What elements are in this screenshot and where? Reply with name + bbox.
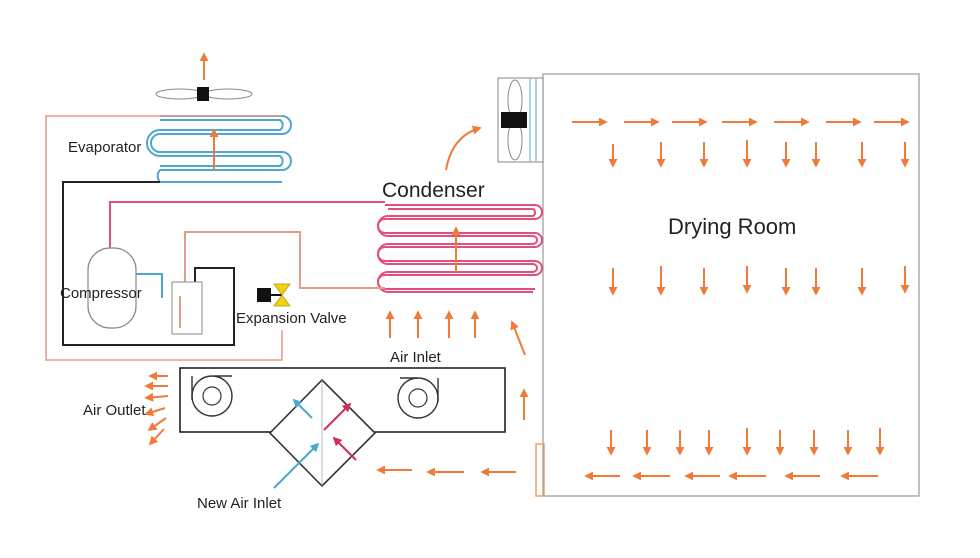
new-air-inlet-label: New Air Inlet: [197, 495, 282, 512]
circulation-fan-icon: [497, 77, 544, 163]
return-air-damper: [535, 443, 545, 497]
drying-room-box: [542, 73, 920, 497]
air-flow-arrows: [144, 52, 910, 481]
heat-recovery-exchanger: [268, 378, 377, 488]
expansion-valve-label: Expansion Valve: [236, 310, 347, 327]
expansion-valve-icon: [257, 283, 291, 307]
compressor-label: Compressor: [60, 285, 142, 302]
supply-fan-icon: [397, 377, 439, 419]
exhaust-fan-icon: [191, 375, 233, 417]
air-inlet-label: Air Inlet: [390, 349, 442, 366]
evaporator-label: Evaporator: [68, 139, 141, 156]
air-outlet-label: Air Outlet: [83, 402, 146, 419]
drying-room-label: Drying Room: [668, 214, 796, 239]
exchanger-flow-arrows: [273, 398, 357, 489]
evaporator-coil: [146, 115, 292, 183]
refrigerant-piping: [45, 115, 385, 361]
compressor-icon: [87, 247, 137, 329]
evaporator-fan-icon: [155, 87, 253, 101]
condenser-coil: [377, 204, 543, 293]
condenser-label: Condenser: [382, 179, 485, 202]
